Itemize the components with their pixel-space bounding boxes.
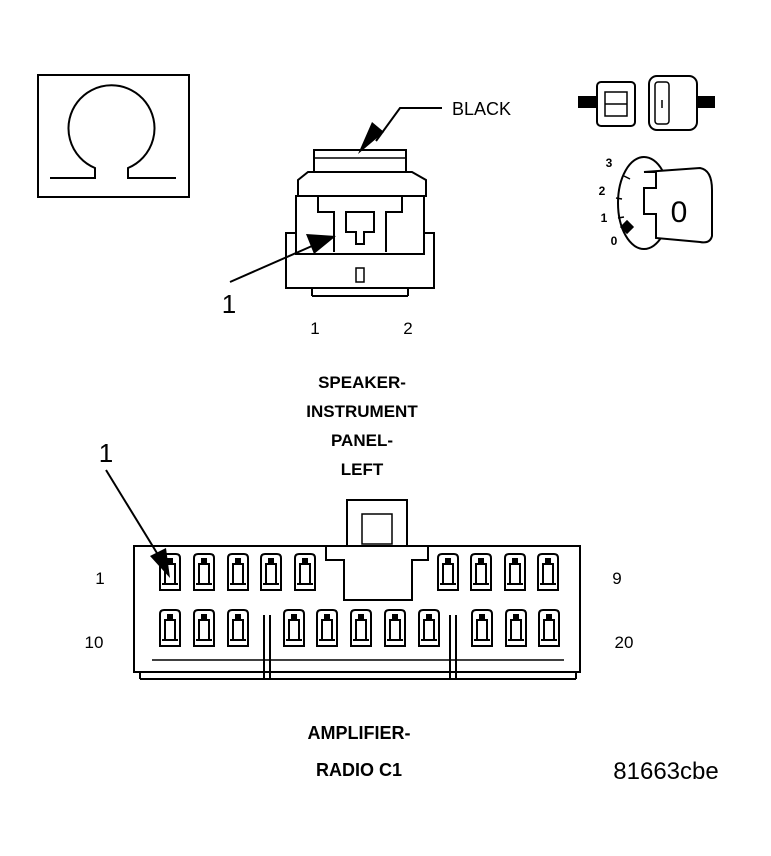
top-pin-callout: 1 bbox=[222, 234, 336, 319]
top-pin-2-label: 2 bbox=[403, 319, 412, 338]
svg-text:PANEL-: PANEL- bbox=[331, 431, 393, 450]
terminal-cavity bbox=[384, 609, 406, 647]
svg-text:RADIO C1: RADIO C1 bbox=[316, 760, 402, 780]
bottom-pin-9-label: 9 bbox=[612, 569, 621, 588]
ignition-position-1: 1 bbox=[601, 211, 608, 225]
connector-color-label: BLACK bbox=[452, 99, 511, 119]
terminal-cavity bbox=[470, 553, 492, 591]
amplifier-connector-name: AMPLIFIER- RADIO C1 bbox=[308, 723, 411, 780]
terminal-cavity bbox=[227, 609, 249, 647]
figure-id: 81663cbe bbox=[613, 758, 718, 785]
ignition-position-0: 0 bbox=[611, 234, 618, 248]
ignition-key-icon: 3 2 1 0 0 bbox=[599, 156, 713, 250]
top-callout-number: 1 bbox=[222, 289, 236, 319]
bottom-callout-number: 1 bbox=[99, 438, 113, 468]
svg-text:LEFT: LEFT bbox=[341, 460, 384, 479]
svg-text:SPEAKER-: SPEAKER- bbox=[318, 373, 406, 392]
bottom-pin-10-label: 10 bbox=[85, 633, 104, 652]
svg-text:INSTRUMENT: INSTRUMENT bbox=[306, 402, 418, 421]
disconnected-connector-icon bbox=[578, 75, 715, 131]
terminal-cavity bbox=[350, 609, 372, 647]
ignition-position-3: 3 bbox=[606, 156, 613, 170]
speaker-connector-name: SPEAKER- INSTRUMENT PANEL- LEFT bbox=[306, 373, 418, 479]
bottom-pin-20-label: 20 bbox=[615, 633, 634, 652]
terminal-cavity bbox=[505, 609, 527, 647]
terminal-cavity bbox=[316, 609, 338, 647]
terminal-cavity bbox=[418, 609, 440, 647]
svg-text:AMPLIFIER-: AMPLIFIER- bbox=[308, 723, 411, 743]
terminal-cavity bbox=[504, 553, 526, 591]
ignition-position-2: 2 bbox=[599, 184, 606, 198]
terminal-cavity bbox=[471, 609, 493, 647]
terminal-cavity bbox=[227, 553, 249, 591]
terminal-cavity bbox=[193, 553, 215, 591]
pin-row-bottom bbox=[159, 609, 560, 647]
amplifier-connector bbox=[133, 499, 581, 680]
terminal-cavity bbox=[193, 609, 215, 647]
ignition-key-label: 0 bbox=[671, 196, 688, 229]
terminal-cavity bbox=[294, 553, 316, 591]
top-pin-1-label: 1 bbox=[310, 319, 319, 338]
terminal-cavity bbox=[538, 609, 560, 647]
bottom-pin-callout: 1 bbox=[99, 438, 170, 578]
terminal-cavity bbox=[437, 553, 459, 591]
speaker-connector bbox=[285, 149, 435, 297]
terminal-cavity bbox=[260, 553, 282, 591]
pin-row-top bbox=[159, 553, 559, 591]
bottom-pin-1-label: 1 bbox=[95, 569, 104, 588]
terminal-cavity bbox=[159, 609, 181, 647]
ohm-icon bbox=[37, 74, 190, 198]
black-callout: BLACK bbox=[358, 99, 511, 154]
terminal-cavity bbox=[537, 553, 559, 591]
terminal-cavity bbox=[283, 609, 305, 647]
